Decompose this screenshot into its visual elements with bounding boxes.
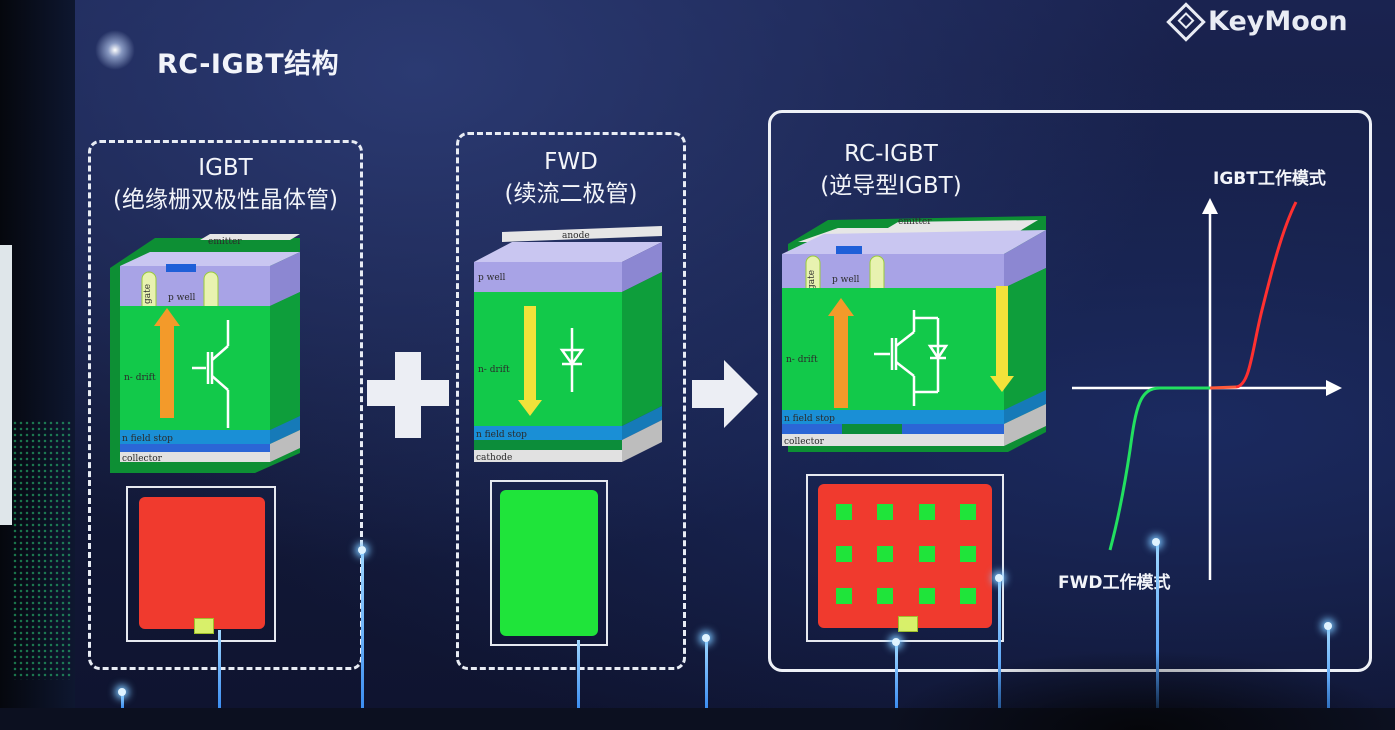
y-axis-arrow-icon [1202, 198, 1218, 214]
brand-name: KeyMoon [1208, 6, 1348, 37]
diode-cell [836, 588, 852, 604]
igbt-curve-baseline [1209, 385, 1237, 390]
fwd-panel: FWD (续流二极管) [456, 132, 686, 670]
light-line [218, 630, 221, 708]
diode-cell [918, 504, 935, 520]
fwd-cross-section: anode p well n- drift n field stop catho… [474, 226, 662, 463]
field-stop-label: n field stop [122, 434, 173, 444]
emitter-label: emitter [208, 237, 242, 247]
fwd-chip [500, 490, 598, 636]
fwd-chip-outline [490, 480, 608, 646]
rc-gate-label: gate [807, 270, 817, 290]
light-dot [995, 574, 1003, 582]
plus-icon-vertical [395, 352, 421, 438]
igbt-panel: IGBT (绝缘栅双极性晶体管) [88, 140, 363, 670]
light-line [1156, 544, 1159, 708]
light-dot [702, 634, 710, 642]
igbt-mode-label: IGBT工作模式 [1213, 169, 1326, 189]
rc-n-drift-label: n- drift [786, 355, 818, 365]
rc-igbt-panel-title: RC-IGBT [844, 141, 938, 167]
igbt-chip-outline [126, 486, 276, 642]
left-edge-dot-pattern [12, 420, 72, 680]
light-line [577, 640, 580, 708]
p-well-label: p well [168, 293, 196, 303]
anode-label: anode [562, 231, 590, 241]
rc-collector-label: collector [784, 437, 825, 447]
rc-igbt-panel-subtitle: (逆导型IGBT) [820, 173, 962, 199]
rc-gate-pad [898, 616, 918, 632]
igbt-mode-curve [1235, 201, 1298, 389]
igbt-chip [139, 497, 265, 629]
fwd-mode-curve [1108, 386, 1210, 551]
fwd-n-drift-label: n- drift [478, 365, 510, 375]
light-dot [1152, 538, 1160, 546]
audience-silhouette [880, 650, 1395, 730]
diode-symbol-icon [559, 328, 585, 392]
rc-p-well-label: p well [832, 275, 860, 285]
iv-characteristic-plot [1072, 198, 1342, 580]
x-axis-arrow-icon [1326, 380, 1342, 396]
rc-igbt-symbol-icon [874, 310, 949, 406]
star-sparkle-icon [95, 30, 135, 70]
fwd-panel-subtitle: (续流二极管) [504, 181, 638, 207]
light-dot [1324, 622, 1332, 630]
fwd-field-stop-label: n field stop [476, 430, 527, 440]
diode-cell [836, 546, 852, 562]
igbt-panel-subtitle: (绝缘栅双极性晶体管) [113, 187, 338, 213]
collector-label: collector [122, 454, 163, 464]
right-arrow-icon [692, 380, 726, 408]
diode-cell [836, 504, 852, 520]
diode-cell-array [836, 504, 976, 604]
diode-cell [918, 588, 935, 604]
rc-igbt-cross-section: emitter gate p well n- drift n field sto… [782, 216, 1046, 452]
light-line [121, 692, 124, 708]
diode-cell [918, 546, 935, 562]
right-arrow-head [724, 360, 758, 428]
brand-logo: KeyMoon [1166, 1, 1348, 42]
diode-cell [959, 546, 976, 562]
gate-label: gate [143, 284, 153, 304]
igbt-cross-section: emitter gate p well n- drift n field sto… [110, 234, 300, 473]
light-line [361, 552, 364, 708]
gate-pad [194, 618, 214, 634]
diode-cell [877, 546, 894, 562]
igbt-panel-title: IGBT [198, 155, 253, 181]
rc-emitter-label: emitter [898, 217, 932, 227]
diode-cell [877, 588, 894, 604]
diode-cell [959, 504, 976, 520]
rc-field-stop-label: n field stop [784, 414, 835, 424]
n-drift-label: n- drift [124, 373, 156, 383]
light-line [998, 580, 1001, 708]
igbt-symbol-icon [192, 320, 230, 428]
fwd-p-well-label: p well [478, 273, 506, 283]
fwd-panel-title: FWD [544, 149, 598, 175]
left-edge-panel [0, 245, 12, 525]
rc-igbt-chip-outline [806, 474, 1004, 642]
light-line [705, 640, 708, 708]
diamond-logo-icon [1166, 1, 1206, 42]
light-dot [892, 638, 900, 646]
slide-title: RC-IGBT结构 [157, 49, 340, 80]
fwd-mode-label: FWD工作模式 [1058, 573, 1171, 593]
diode-cell [877, 504, 894, 520]
diode-cell [959, 588, 976, 604]
cathode-label: cathode [476, 453, 512, 463]
light-dot [358, 546, 366, 554]
light-dot [118, 688, 126, 696]
